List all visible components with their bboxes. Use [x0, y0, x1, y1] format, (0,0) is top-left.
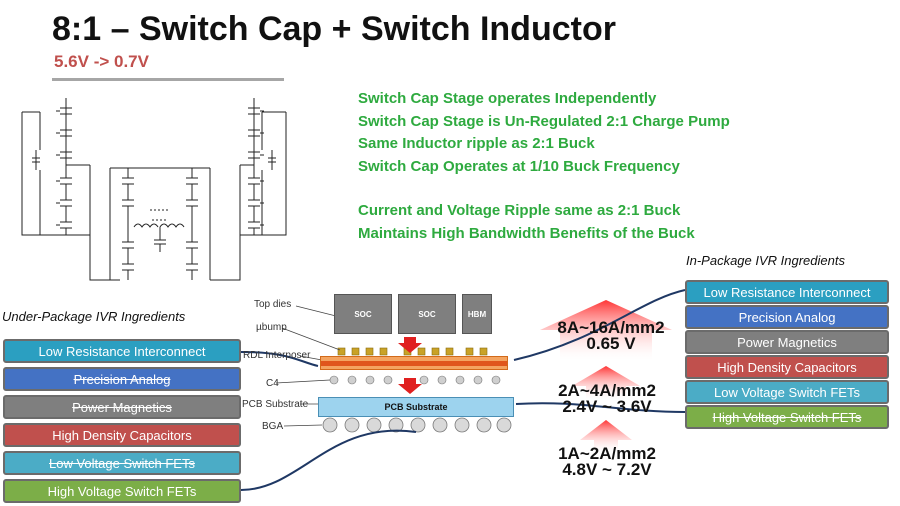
- layer-label: PCB Substrate: [242, 399, 309, 410]
- pcb-substrate-block: PCB Substrate: [318, 397, 514, 417]
- under-ingredient-4: Low Voltage Switch FETs: [3, 451, 241, 475]
- slide-title: 8:1 – Switch Cap + Switch Inductor: [52, 10, 616, 48]
- bullet-group-1: Switch Cap Stage operates Independently …: [358, 88, 730, 178]
- in-ingredient-3: High Density Capacitors: [685, 355, 889, 379]
- under-ingredient-2: Power Magnetics: [3, 395, 241, 419]
- bullet-item: Maintains High Bandwidth Benefits of the…: [358, 224, 695, 242]
- under-ingredient-5: High Voltage Switch FETs: [3, 479, 241, 503]
- under-ingredient-1: Precision Analog: [3, 367, 241, 391]
- layer-label: RDL Interposer: [243, 350, 311, 361]
- c4-bump-row: [329, 375, 501, 385]
- layer-leader-lines: [275, 305, 341, 427]
- in-ingredient-2: Power Magnetics: [685, 330, 889, 354]
- density-voltage: 0.65 V: [586, 334, 636, 353]
- microbump-row: [337, 347, 488, 356]
- density-current: 2A~4A/mm2: [558, 381, 656, 400]
- soc-die: SOC: [334, 294, 392, 334]
- in-ingredient-5: High Voltage Switch FETs: [685, 405, 889, 429]
- density-arrow-mid: [572, 366, 640, 400]
- in-package-label: In-Package IVR Ingredients: [686, 253, 845, 268]
- density-label-bottom: 1A~2A/mm2 4.8V ~ 7.2V: [540, 444, 674, 479]
- bullet-item: Same Inductor ripple as 2:1 Buck: [358, 135, 595, 152]
- stack-power-arrows: [398, 337, 422, 394]
- density-current: 1A~2A/mm2: [558, 444, 656, 463]
- density-voltage: 4.8V ~ 7.2V: [562, 460, 652, 479]
- under-package-label: Under-Package IVR Ingredients: [2, 309, 186, 324]
- soc-die: SOC: [398, 294, 456, 334]
- slide-subtitle: 5.6V -> 0.7V: [54, 52, 149, 71]
- in-ingredient-0: Low Resistance Interconnect: [685, 280, 889, 304]
- layer-label: µbump: [256, 322, 287, 333]
- in-ingredient-4: Low Voltage Switch FETs: [685, 380, 889, 404]
- density-arrow-top: [540, 300, 672, 360]
- bullet-item: Switch Cap Stage is Un-Regulated 2:1 Cha…: [358, 112, 730, 130]
- density-current: 8A~16A/mm2: [557, 318, 665, 337]
- title-underline: [52, 78, 284, 81]
- density-voltage: 2.4V ~ 3.6V: [562, 397, 652, 416]
- rdl-interposer: [320, 356, 508, 370]
- density-label-top: 8A~16A/mm2 0.65 V: [546, 318, 676, 353]
- bullet-item: Current and Voltage Ripple same as 2:1 B…: [358, 202, 681, 219]
- layer-label: C4: [266, 378, 279, 389]
- layer-label: Top dies: [254, 299, 292, 310]
- bga-ball-row: [322, 417, 512, 433]
- in-ingredient-1: Precision Analog: [685, 305, 889, 329]
- density-arrow-bottom: [580, 420, 632, 452]
- connector-curves: [240, 289, 686, 491]
- layer-label: BGA: [262, 421, 284, 432]
- density-label-mid: 2A~4A/mm2 2.4V ~ 3.6V: [540, 381, 674, 416]
- circuit-schematic: [21, 98, 287, 281]
- hbm-die: HBM: [462, 294, 492, 334]
- under-ingredient-3: High Density Capacitors: [3, 423, 241, 447]
- bullet-item: Switch Cap Stage operates Independently: [358, 90, 657, 107]
- bullet-item: Switch Cap Operates at 1/10 Buck Frequen…: [358, 157, 680, 175]
- under-ingredient-0: Low Resistance Interconnect: [3, 339, 241, 363]
- bullet-group-2: Current and Voltage Ripple same as 2:1 B…: [358, 200, 695, 245]
